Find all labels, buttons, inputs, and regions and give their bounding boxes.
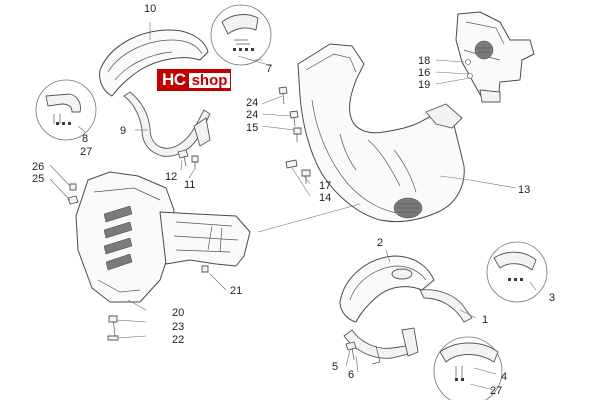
mudguard-bracket-part-9	[123, 91, 211, 157]
label-16: 16	[418, 67, 430, 79]
callout-detail-3	[486, 241, 548, 303]
label-6: 6	[348, 369, 354, 381]
screws-22-23-25-26	[67, 183, 209, 341]
label-9: 9	[120, 125, 126, 137]
label-27-bottom: 27	[490, 385, 502, 397]
front-mudguard-part-10	[99, 29, 209, 97]
label-24-b: 24	[246, 109, 258, 121]
inner-shield-body	[75, 171, 175, 303]
label-14: 14	[319, 192, 331, 204]
label-13: 13	[518, 184, 530, 196]
screws-11-12	[177, 149, 199, 170]
callout-detail-7	[210, 4, 272, 66]
logo-hc-text: HC	[162, 70, 186, 89]
label-7: 7	[266, 63, 272, 75]
rear-bracket-part-1	[343, 289, 473, 365]
label-18: 18	[418, 55, 430, 67]
logo-shop-text: shop	[188, 72, 231, 88]
label-24-a: 24	[246, 97, 258, 109]
screws-5-6	[345, 341, 357, 361]
label-23: 23	[172, 321, 184, 333]
label-3: 3	[549, 292, 555, 304]
label-11: 11	[184, 179, 195, 191]
callout-detail-4	[433, 336, 503, 400]
support-panel-parts-16-18-19	[455, 11, 535, 103]
rear-mudguard-part-2	[339, 255, 435, 323]
screws-14-15-17-24	[278, 86, 311, 184]
label-12: 12	[165, 171, 177, 183]
callout-detail-8	[35, 79, 97, 141]
label-21: 21	[230, 285, 242, 297]
part-number-labels: 10 7 9 8 27 12 11 24 24 15 18 16 19 13 1…	[32, 3, 555, 397]
label-4: 4	[501, 371, 507, 383]
label-22: 22	[172, 334, 184, 346]
label-19: 19	[418, 79, 430, 91]
label-20: 20	[172, 307, 184, 319]
label-8: 8	[82, 133, 88, 145]
hc-shop-logo: HC shop	[157, 69, 231, 91]
label-27-top: 27	[80, 146, 92, 158]
label-15: 15	[246, 122, 258, 134]
leader-lines	[49, 22, 537, 391]
label-25: 25	[32, 173, 44, 185]
label-5: 5	[332, 361, 338, 373]
inner-shield-wing-part-21	[159, 211, 251, 267]
label-17: 17	[319, 180, 331, 192]
label-1: 1	[482, 314, 488, 326]
label-26: 26	[32, 161, 44, 173]
label-10: 10	[144, 3, 156, 15]
leg-shield-part-13	[297, 43, 465, 223]
label-2: 2	[377, 237, 383, 249]
